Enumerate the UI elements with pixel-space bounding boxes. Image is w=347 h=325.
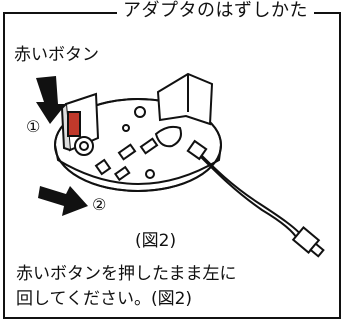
instruction-line-2: 回してください。(図2) [16,289,193,309]
instruction-line-1: 赤いボタンを押したまま左に [16,264,237,284]
cable-connector [291,226,325,258]
red-button [67,111,81,137]
step-1-marker: ① [26,117,41,136]
adapter-tab-right [156,72,214,126]
rotation-arrow-1 [36,76,66,124]
instruction-text: 赤いボタンを押したまま左に 回してください。(図2) [16,262,326,312]
red-button-label: 赤いボタン [14,45,99,65]
adapter-cable [186,139,303,241]
diagram-title: アダプタのはずしかた [117,0,314,22]
adapter-holes [74,106,182,182]
figure-caption: (図2) [135,231,177,251]
rotation-arrow-2 [38,186,88,216]
step-2-marker: ② [92,195,107,214]
